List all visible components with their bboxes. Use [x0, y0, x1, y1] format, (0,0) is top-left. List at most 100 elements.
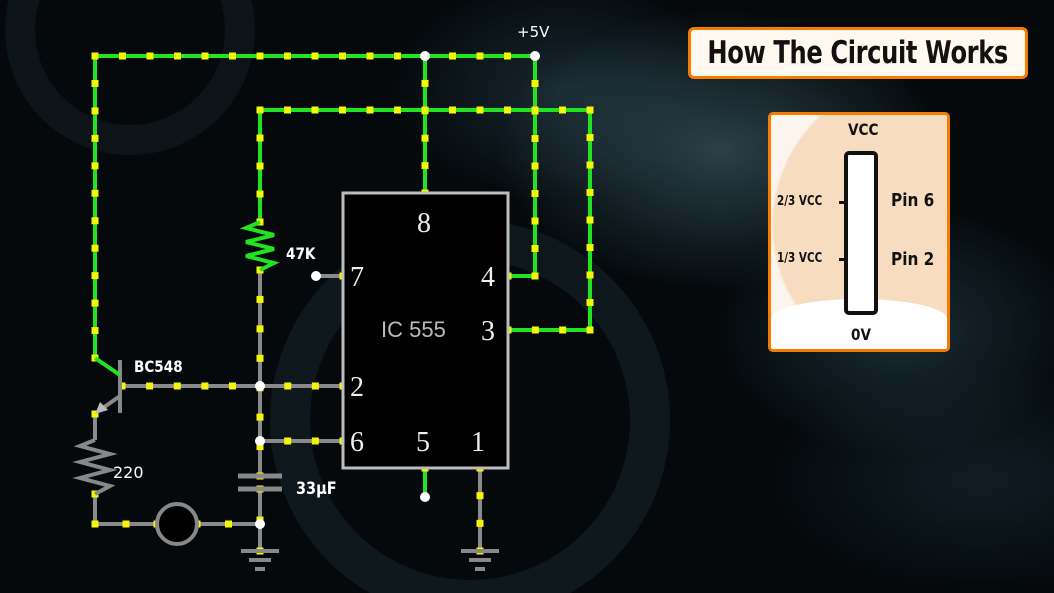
current-dot — [394, 52, 401, 60]
current-dot — [91, 520, 99, 528]
transistor-bc548 — [93, 356, 122, 413]
junction-node — [255, 519, 265, 529]
current-dot — [225, 520, 232, 528]
junction-node — [255, 436, 265, 446]
current-dot — [256, 354, 264, 362]
current-dot — [256, 413, 264, 421]
threshold-panel: VCC 2/3 VCC 1/3 VCC Pin 6 Pin 2 0V — [768, 112, 950, 352]
resistor-47k-label: 47K — [286, 245, 316, 263]
ic-555-body — [341, 191, 510, 470]
current-dot — [531, 272, 539, 280]
capacitor-label: 33µF — [296, 478, 337, 498]
current-dot — [339, 52, 346, 60]
current-dot — [586, 326, 594, 334]
current-dot — [449, 52, 456, 60]
pin-6-label: 6 — [350, 427, 364, 458]
pin-3-label: 3 — [481, 316, 495, 347]
pin-6-text: Pin 6 — [891, 190, 935, 211]
pin-5-label: 5 — [416, 427, 430, 458]
current-dot — [284, 437, 292, 445]
emitter-arrow-icon — [95, 402, 108, 414]
current-dot — [421, 134, 429, 142]
pin-1-label: 1 — [471, 427, 485, 458]
current-dot — [531, 80, 539, 87]
current-dot — [586, 189, 594, 196]
pin-8-label: 8 — [417, 208, 431, 239]
current-dot — [91, 134, 99, 142]
current-dot — [531, 135, 539, 142]
current-dot — [586, 244, 594, 251]
current-dot — [91, 79, 99, 87]
current-dot — [229, 382, 236, 390]
gear-icon — [5, 0, 255, 155]
current-dot — [531, 162, 539, 170]
current-dot — [146, 52, 154, 60]
pin-7-label: 7 — [350, 262, 364, 293]
current-dot — [91, 162, 99, 170]
junction-node — [311, 271, 321, 281]
current-dot — [174, 52, 181, 60]
current-dot — [119, 52, 126, 60]
current-dot — [311, 382, 319, 390]
current-dot — [256, 443, 264, 451]
junction-node — [420, 51, 430, 61]
title-banner: How The Circuit Works — [688, 27, 1028, 79]
current-dot — [586, 161, 594, 169]
current-dot — [91, 272, 99, 280]
lower-level-label: 1/3 VCC — [777, 251, 823, 266]
capacitor — [238, 473, 282, 492]
supply-label: +5V — [517, 23, 550, 41]
current-dot — [504, 52, 511, 60]
vcc-label: VCC — [848, 120, 879, 139]
current-dot — [91, 217, 99, 225]
current-dot — [366, 106, 374, 114]
current-dot — [256, 52, 264, 60]
current-dot — [476, 52, 484, 60]
current-dot — [201, 382, 209, 390]
resistor-220-label: 220 — [113, 463, 144, 482]
current-dot — [91, 189, 99, 197]
current-dot — [146, 382, 154, 390]
current-dot — [531, 326, 539, 334]
current-dot — [531, 190, 539, 197]
transistor-label: BC548 — [134, 358, 183, 376]
current-dot — [229, 52, 236, 60]
resistor-47k — [239, 220, 280, 272]
current-dot — [421, 79, 429, 87]
current-dot — [531, 245, 539, 252]
current-dot — [256, 190, 264, 198]
current-dot — [173, 382, 181, 390]
current-dot — [531, 217, 539, 225]
current-dot — [476, 106, 484, 114]
junction-node — [420, 492, 430, 502]
current-dot — [91, 299, 99, 307]
current-dot — [586, 106, 594, 114]
ic-name-label: IC 555 — [381, 317, 446, 342]
pin-2-label: 2 — [350, 372, 364, 403]
current-dot — [284, 106, 291, 114]
current-dot — [311, 52, 319, 60]
current-dot — [122, 520, 130, 528]
junction-node — [530, 51, 540, 61]
pin-4-label: 4 — [481, 262, 495, 293]
current-dot — [201, 52, 209, 60]
current-dot — [256, 106, 264, 114]
title-text: How The Circuit Works — [707, 35, 1009, 71]
current-dot — [256, 162, 264, 170]
current-dot — [366, 52, 374, 60]
current-dot — [531, 106, 539, 114]
current-dot — [284, 382, 292, 390]
current-dot — [559, 326, 567, 334]
current-dot — [586, 134, 594, 141]
current-dot — [449, 106, 456, 114]
current-dot — [91, 107, 99, 115]
junction-node — [255, 381, 265, 391]
current-dot — [586, 216, 594, 224]
upper-level-label: 2/3 VCC — [777, 194, 823, 209]
ground-icon — [461, 549, 499, 571]
current-dot — [256, 134, 264, 142]
current-dot — [394, 106, 401, 114]
pin-2-text: Pin 2 — [891, 249, 935, 270]
current-dot — [586, 271, 594, 279]
current-dot — [256, 295, 264, 303]
